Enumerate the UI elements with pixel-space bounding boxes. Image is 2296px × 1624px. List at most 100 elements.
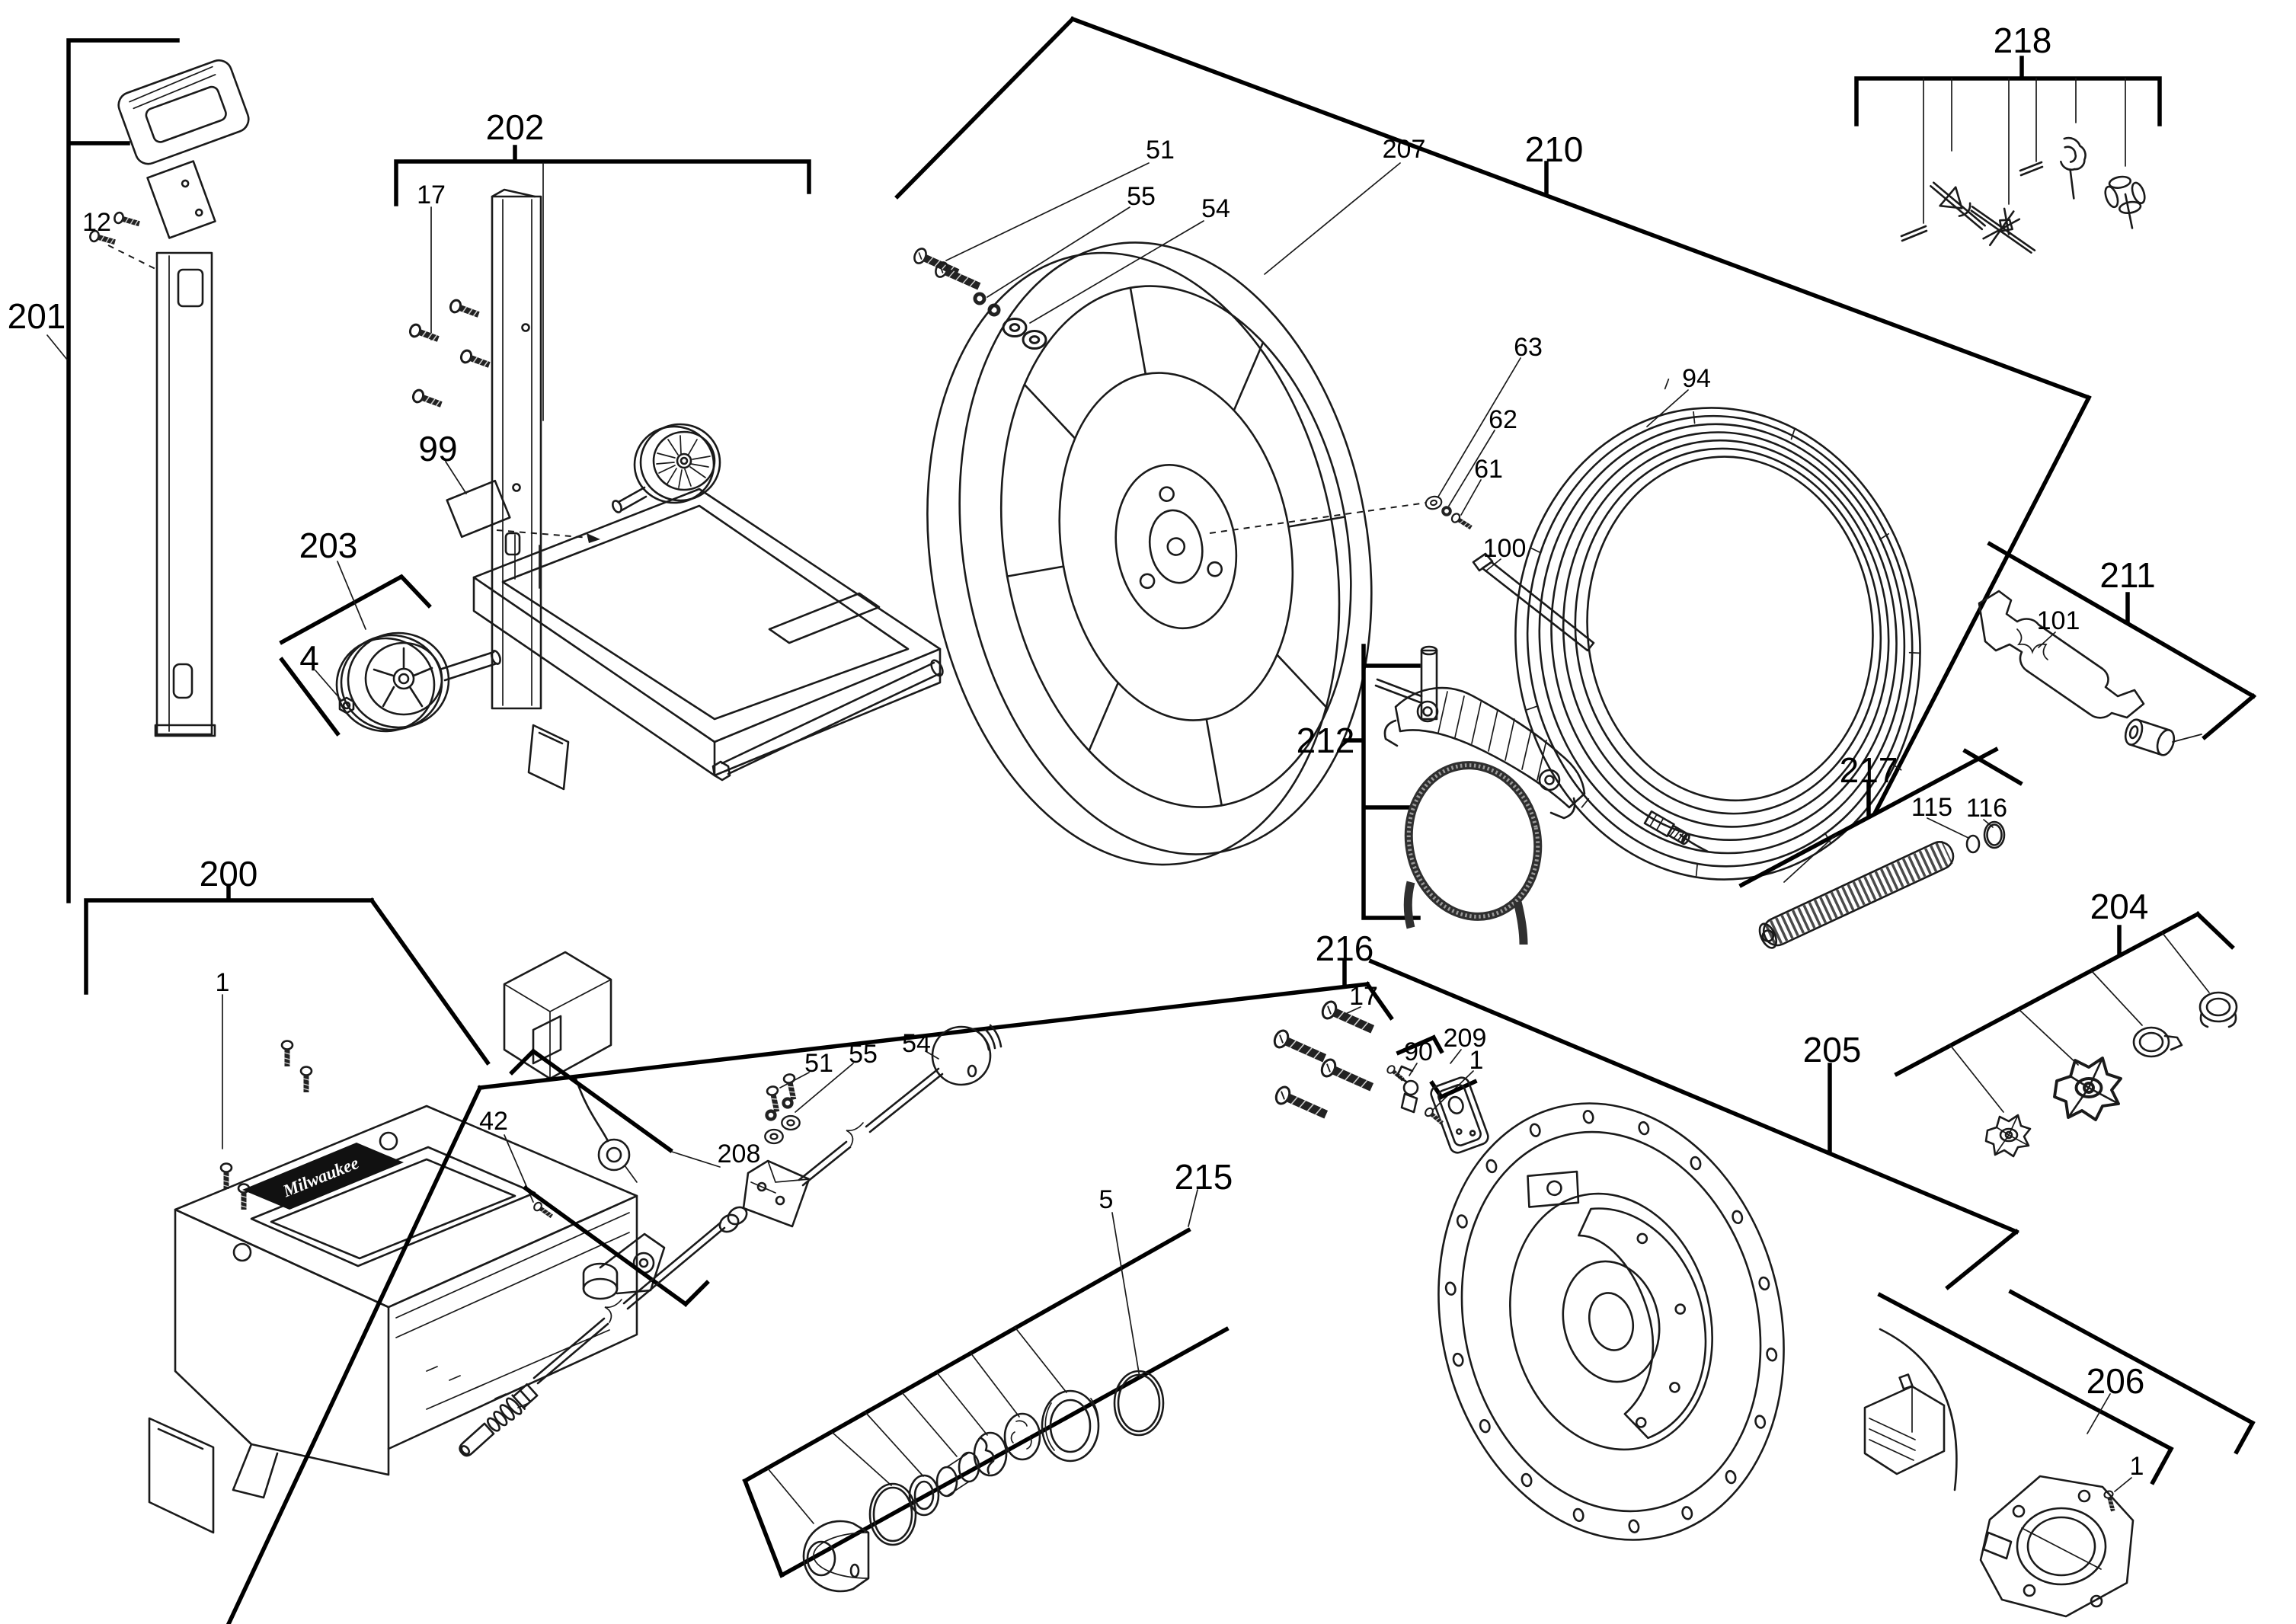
callout-207: 207 (1383, 135, 1426, 164)
group-206-housing (1863, 1289, 2256, 1618)
milwaukee-logo-plate: Milwaukee (242, 1143, 404, 1210)
group-212-guide-hose (1343, 644, 1586, 945)
cover-plate-1 (1430, 1076, 1489, 1154)
callout-116: 116 (1966, 794, 2007, 823)
cap-ring (2198, 991, 2238, 1028)
callout-1-205: 1 (1469, 1046, 1484, 1075)
lock-ring (2132, 1026, 2183, 1058)
ball-end-54 (931, 1024, 1003, 1086)
flange-screws-17 (1271, 998, 1377, 1124)
o-ring-116 (1983, 820, 2006, 849)
callout-1-200: 1 (216, 968, 230, 997)
retainer-ring (908, 1474, 940, 1517)
callout-61: 61 (1474, 455, 1503, 484)
callout-206: 206 (2087, 1361, 2145, 1401)
spider-hub-large (2053, 1057, 2122, 1121)
telescoping-post (154, 251, 216, 737)
callout-54-216: 54 (902, 1029, 931, 1058)
cutter-pin-b (2019, 161, 2044, 177)
wave-washer (973, 1431, 1008, 1477)
callout-4: 4 (299, 638, 319, 678)
hub-screw-set-61-62-63 (1209, 357, 1521, 534)
connector-block (1863, 1328, 1958, 1491)
slotted-disc (1003, 1412, 1041, 1461)
cutter-funnel (2060, 136, 2087, 200)
callout-5: 5 (1099, 1185, 1114, 1214)
callout-215: 215 (1175, 1157, 1233, 1197)
callout-201: 201 (8, 296, 66, 336)
group-203-wheel (279, 561, 501, 737)
cart-base (472, 488, 944, 791)
threaded-collar (1041, 1389, 1100, 1463)
group-205-flange (1271, 958, 2019, 1541)
cutter-pin-a (1900, 225, 1928, 242)
cart-wheel-right (612, 423, 721, 513)
callout-54-210: 54 (1201, 194, 1230, 223)
group-200-power-unit: Milwaukee (84, 884, 721, 1534)
coil-94 (1514, 379, 1921, 881)
shaft-screws-51 (764, 1072, 801, 1145)
callout-208: 208 (718, 1140, 761, 1168)
callout-101: 101 (2037, 606, 2080, 635)
callout-62: 62 (1489, 405, 1517, 434)
callout-212: 212 (1297, 721, 1355, 760)
carry-handle (117, 59, 250, 165)
battery-accessory (503, 951, 638, 1183)
cart-post (491, 188, 542, 710)
callout-17-202: 17 (417, 181, 446, 209)
callout-204: 204 (2090, 887, 2149, 926)
flange-disc (1437, 1102, 1785, 1541)
callout-51-210: 51 (1146, 136, 1175, 165)
callout-209: 209 (1444, 1024, 1487, 1053)
bracket-208 (509, 1048, 721, 1307)
hose (1403, 761, 1543, 945)
clamp-knob-42 (504, 1134, 666, 1300)
callout-90: 90 (1404, 1037, 1433, 1066)
callout-211: 211 (2099, 555, 2155, 595)
group-210-drum (894, 16, 2092, 881)
callout-55-210: 55 (1127, 182, 1156, 211)
callout-99: 99 (418, 429, 457, 468)
spider-hub-small (1984, 1114, 2032, 1158)
callout-12: 12 (82, 208, 111, 237)
barb-fitting (459, 1383, 539, 1457)
callout-42: 42 (479, 1107, 508, 1136)
o-ring-5 (1113, 1370, 1165, 1437)
group-204-hubs (1894, 911, 2238, 1158)
multi-wrench (1978, 590, 2145, 719)
callout-1-206: 1 (2130, 1452, 2144, 1481)
callout-100: 100 (1483, 534, 1527, 563)
group-217-spring (1738, 746, 2006, 949)
screws-17-cart (407, 297, 493, 412)
drum-guide (1383, 686, 1586, 820)
cable-tie-100 (1472, 552, 1595, 652)
cutter-auger (1930, 181, 1987, 231)
spool-bushing (935, 1451, 980, 1498)
callout-115: 115 (1911, 793, 1952, 822)
handle-plate (146, 160, 216, 239)
callout-205: 205 (1803, 1030, 1862, 1069)
callout-55-216: 55 (849, 1040, 878, 1069)
cam-housing (1979, 1475, 2135, 1618)
roller-bushing (2124, 718, 2176, 756)
callout-216: 216 (1316, 929, 1374, 968)
callout-218: 218 (1994, 21, 2052, 60)
bullet-nose (802, 1520, 870, 1593)
cutter-blade (2104, 175, 2146, 229)
coil-spring (1758, 840, 1955, 949)
callout-200: 200 (200, 854, 258, 894)
group-211-wrench (1962, 541, 2256, 786)
o-ring-115 (1965, 834, 1981, 854)
group-215-seals (742, 1189, 1230, 1593)
callout-63: 63 (1514, 333, 1543, 362)
cutter-spear (1970, 206, 2036, 254)
drum-screws (911, 245, 1047, 350)
label-sticker-99 (445, 461, 600, 543)
group-216-shaft (225, 959, 1394, 1624)
callout-51-216: 51 (804, 1049, 833, 1078)
wheel-203 (335, 631, 450, 733)
group-202-cart (394, 145, 944, 791)
